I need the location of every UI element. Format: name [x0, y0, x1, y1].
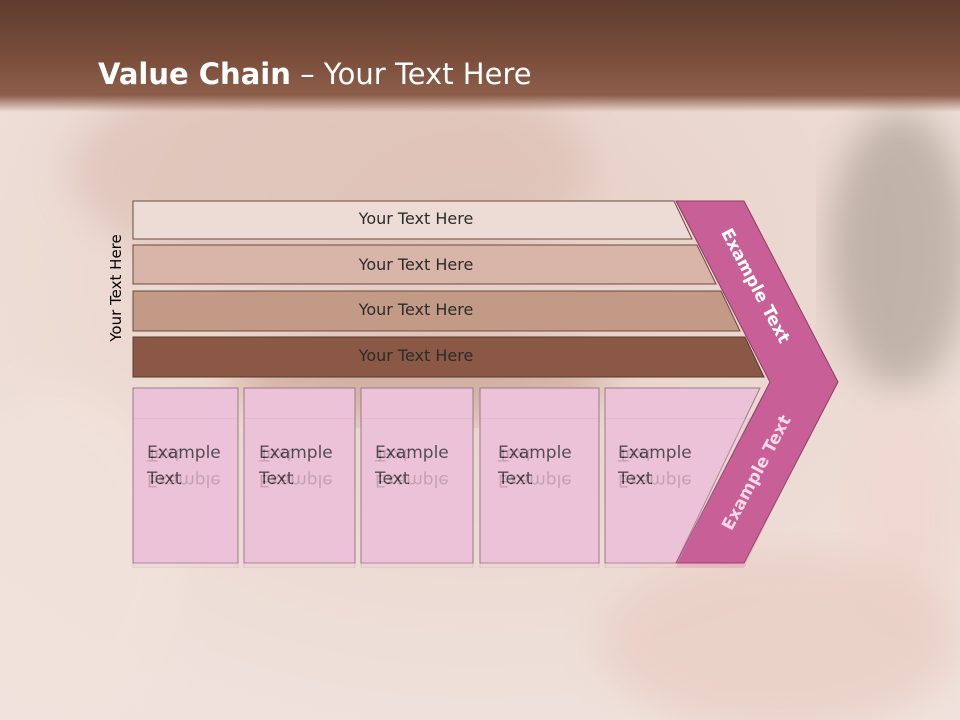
support-bar-2[interactable] — [132, 244, 717, 285]
support-bar-1-label: Your Text Here — [358, 209, 474, 228]
title-rest: – Your Text Here — [290, 57, 532, 91]
support-bar-4-label: Your Text Here — [358, 346, 474, 365]
primary-box-1-label: Example Text — [147, 440, 221, 492]
support-bar-4[interactable] — [132, 336, 765, 378]
primary-box-4[interactable] — [479, 387, 600, 564]
primary-box-3-label: Example Text — [375, 440, 449, 492]
box-1-line1: Example — [147, 443, 221, 463]
box-4-line2: Text — [498, 469, 533, 489]
primary-box-5-label: Example Text — [618, 440, 692, 492]
box-5-line1: Example — [618, 443, 692, 463]
box-2-line2: Text — [259, 469, 294, 489]
slide-title[interactable]: Value Chain – Your Text Here — [98, 54, 532, 94]
primary-box-2[interactable] — [243, 387, 356, 564]
margin-chevron[interactable] — [675, 200, 839, 564]
primary-box-1[interactable] — [132, 387, 239, 564]
title-bold: Value Chain — [98, 57, 291, 91]
support-bar-3-label: Your Text Here — [358, 300, 474, 319]
box-4-line1: Example — [498, 443, 572, 463]
box-1-line2: Text — [147, 469, 182, 489]
box-2-line1: Example — [259, 443, 333, 463]
support-bar-1[interactable] — [132, 200, 693, 240]
primary-box-4-label: Example Text — [498, 440, 572, 492]
header-band — [0, 0, 960, 112]
support-bar-2-label: Your Text Here — [358, 255, 474, 274]
box-5-line2: Text — [618, 469, 653, 489]
primary-box-3[interactable] — [360, 387, 474, 564]
box-3-line2: Text — [375, 469, 410, 489]
support-bar-3[interactable] — [132, 290, 741, 332]
primary-box-2-label: Example Text — [259, 440, 333, 492]
box-3-line1: Example — [375, 443, 449, 463]
